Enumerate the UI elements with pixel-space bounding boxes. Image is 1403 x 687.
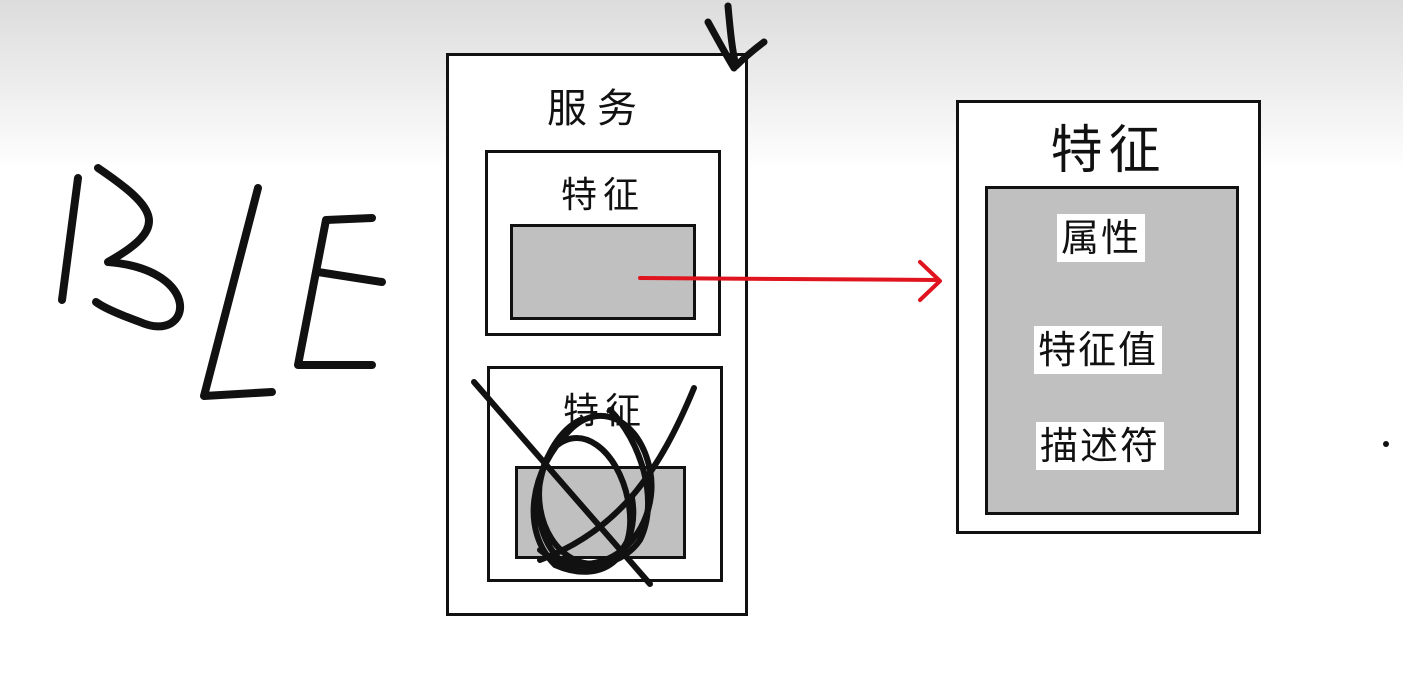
service-title: 服务	[547, 86, 647, 132]
stray-dot	[1383, 441, 1389, 447]
characteristic-detail-title: 特征	[1050, 121, 1167, 181]
detail-item-descriptor: 描述符	[1036, 422, 1165, 470]
handwritten-b-stem	[58, 174, 82, 304]
characteristic-value-block-2	[515, 466, 686, 559]
detail-item-attribute: 属性	[1057, 214, 1146, 262]
characteristic-title-1: 特征	[560, 175, 645, 216]
handwritten-b-bowls	[92, 164, 184, 331]
handwritten-l	[200, 184, 276, 400]
characteristic-title-2: 特征	[562, 391, 647, 432]
handwritten-e	[294, 214, 386, 369]
characteristic-value-block-1	[510, 224, 696, 320]
handwritten-ble-text	[58, 164, 386, 400]
detail-item-value: 特征值	[1034, 326, 1163, 374]
